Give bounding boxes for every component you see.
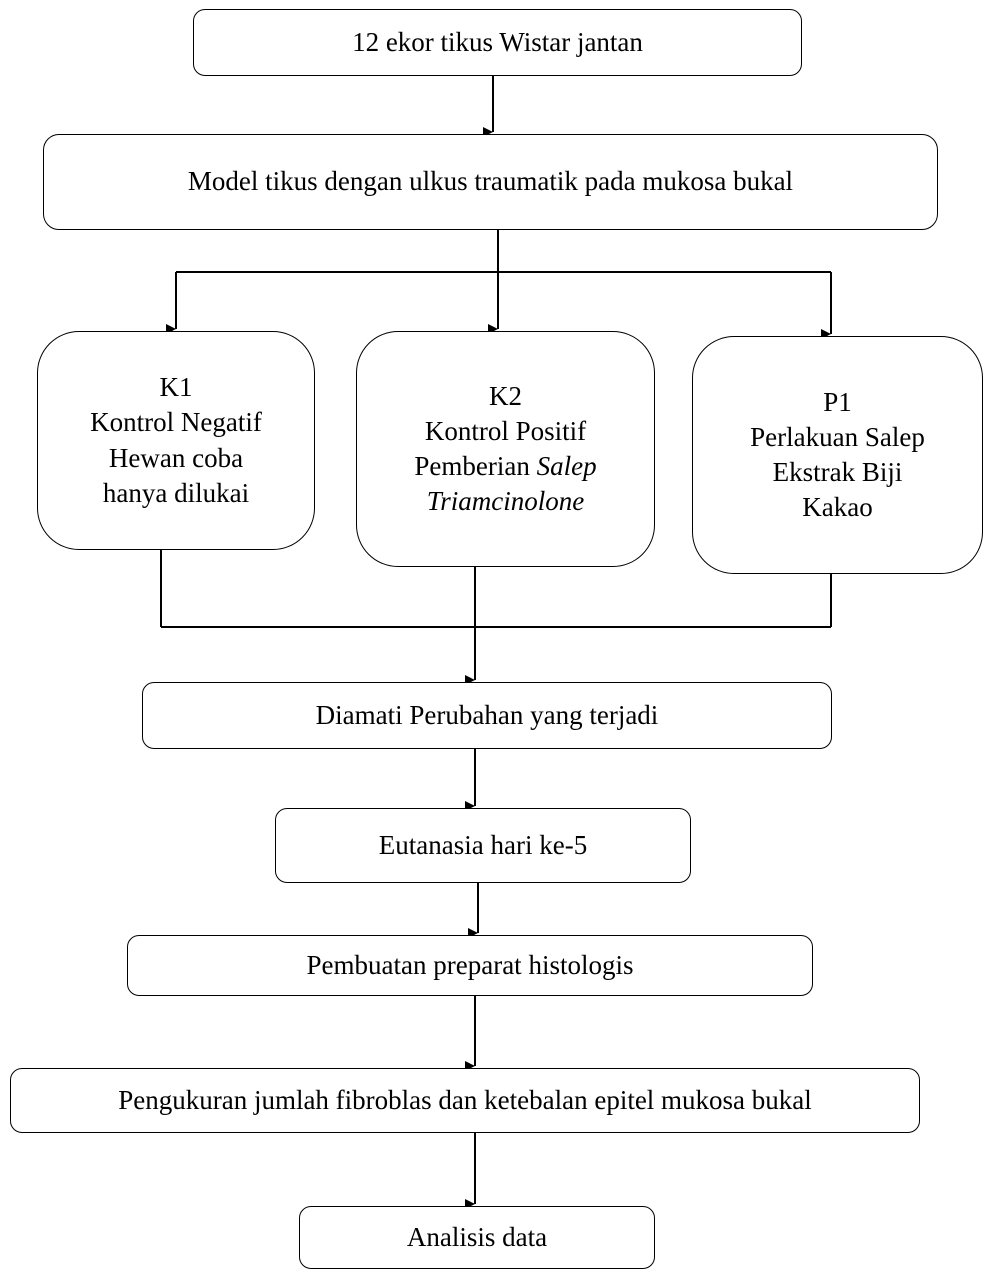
group-k2-box: K2 Kontrol Positif Pemberian Salep Triam… [356, 331, 655, 567]
k2-line1: Kontrol Positif [424, 415, 587, 446]
observe-label: Diamati Perubahan yang terjadi [315, 699, 659, 730]
preparation-box: Pembuatan preparat histologis [127, 935, 813, 996]
k2-code: K2 [489, 380, 522, 411]
group-k1-box: K1 Kontrol Negatif Hewan coba hanya dilu… [37, 331, 315, 550]
k2-line2-plain: Pemberian [414, 451, 537, 481]
start-label: 12 ekor tikus Wistar jantan [352, 26, 643, 57]
analysis-label: Analisis data [406, 1221, 548, 1252]
euthanasia-box: Eutanasia hari ke-5 [275, 808, 691, 883]
p1-line2: Ekstrak Biji [772, 457, 903, 487]
k1-line3: hanya dilukai [102, 477, 250, 508]
p1-line3: Kakao [802, 492, 873, 523]
euthanasia-label: Eutanasia hari ke-5 [378, 829, 588, 860]
k2-line2: Pemberian Salep [414, 449, 596, 484]
k2-line3: Triamcinolone [426, 486, 585, 517]
p1-line1: Perlakuan Salep [750, 421, 925, 452]
model-box: Model tikus dengan ulkus traumatik pada … [43, 134, 938, 230]
k2-line2-italic: Salep [536, 451, 597, 481]
measurement-label: Pengukuran jumlah fibroblas dan ketebala… [118, 1084, 812, 1115]
start-box: 12 ekor tikus Wistar jantan [193, 9, 802, 76]
preparation-label: Pembuatan preparat histologis [306, 949, 634, 980]
k1-line1: Kontrol Negatif [90, 407, 262, 438]
measurement-box: Pengukuran jumlah fibroblas dan ketebala… [10, 1068, 920, 1133]
p1-code: P1 [823, 386, 852, 417]
group-p1-box: P1 Perlakuan Salep Ekstrak Biji Kakao [692, 336, 983, 574]
observe-box: Diamati Perubahan yang terjadi [142, 682, 832, 749]
model-label: Model tikus dengan ulkus traumatik pada … [187, 166, 794, 197]
k1-code: K1 [159, 372, 193, 403]
k1-line2: Hewan coba [108, 442, 244, 473]
analysis-box: Analisis data [299, 1206, 655, 1269]
